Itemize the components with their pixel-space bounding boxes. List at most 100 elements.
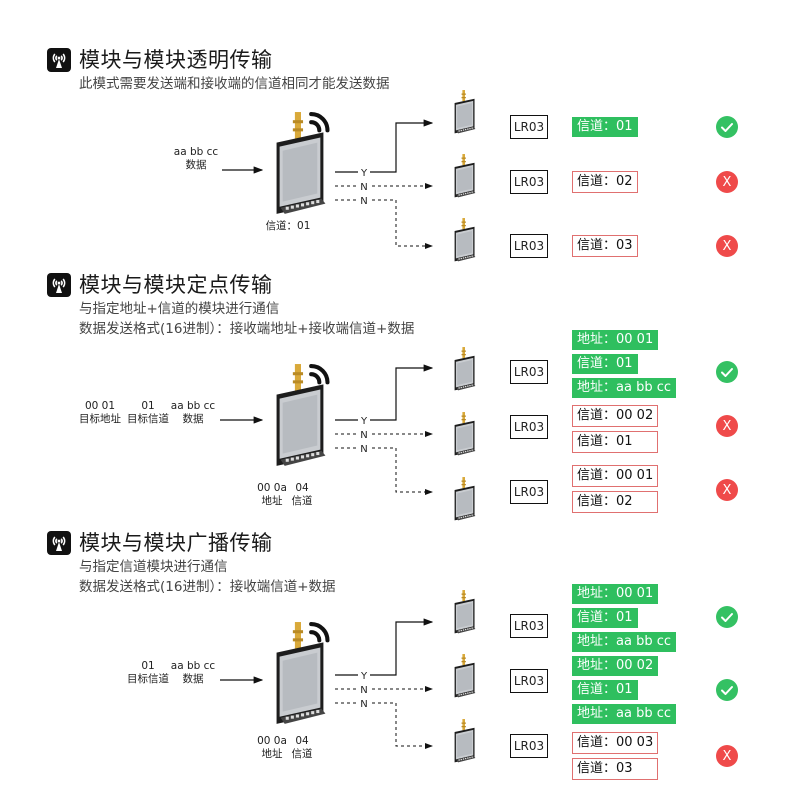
input-value: aa bb cc bbox=[170, 660, 216, 672]
param-value: 04 bbox=[295, 482, 309, 494]
branch-arrow-no bbox=[335, 199, 432, 246]
receiver-model-box: LR03 bbox=[510, 614, 548, 638]
input-label: 数据 bbox=[182, 413, 204, 425]
check-circle-icon bbox=[716, 679, 738, 701]
mismatched-param-tag: 信道：00 01 bbox=[572, 465, 659, 487]
branch-label: Y bbox=[360, 416, 368, 427]
branch-arrow-yes bbox=[335, 622, 432, 676]
input-label: 数据 bbox=[185, 159, 207, 171]
matched-param-tag: 地址：00 01 bbox=[572, 584, 659, 604]
receiver-module-image bbox=[452, 410, 478, 464]
branch-arrow-no bbox=[335, 702, 432, 746]
receiver-model-box: LR03 bbox=[510, 234, 548, 258]
param-label: 地址 bbox=[261, 748, 283, 760]
param-value: 00 0a bbox=[257, 482, 287, 494]
antenna-broadcast-icon bbox=[47, 48, 71, 72]
matched-param-tag: 地址：00 01 bbox=[572, 330, 659, 350]
input-label: 目标信道 bbox=[127, 413, 169, 425]
check-circle-icon bbox=[716, 361, 738, 383]
matched-param-tag: 信道：01 bbox=[572, 680, 638, 700]
section-title: 模块与模块透明传输 bbox=[79, 48, 273, 72]
branch-label: N bbox=[360, 444, 367, 455]
matched-param-tag: 地址：aa bb cc bbox=[572, 378, 676, 398]
section-description: 与指定信道模块进行通信 bbox=[79, 559, 228, 575]
receiver-module-image bbox=[452, 588, 478, 642]
x-circle-icon: X bbox=[716, 479, 738, 501]
x-circle-icon: X bbox=[716, 745, 738, 767]
sender-module-image bbox=[270, 362, 332, 478]
receiver-module-image bbox=[452, 652, 478, 706]
matched-param-tag: 地址：aa bb cc bbox=[572, 632, 676, 652]
receiver-model-box: LR03 bbox=[510, 480, 548, 504]
antenna-broadcast-icon bbox=[47, 531, 71, 555]
sender-param: 信道：01 bbox=[266, 220, 311, 233]
branch-arrow-yes bbox=[335, 368, 432, 421]
antenna-broadcast-icon bbox=[47, 273, 71, 297]
input-value: 01 bbox=[141, 400, 155, 412]
branch-arrow-yes bbox=[335, 123, 432, 173]
receiver-model-box: LR03 bbox=[510, 360, 548, 384]
receiver-module-image bbox=[452, 717, 478, 771]
matched-param-tag: 信道：01 bbox=[572, 117, 638, 137]
receiver-module-image bbox=[452, 216, 478, 270]
section-description: 此模式需要发送端和接收端的信道相同才能发送数据 bbox=[79, 76, 390, 92]
branch-label: N bbox=[360, 430, 367, 441]
param-label: 信道 bbox=[291, 748, 313, 760]
x-circle-icon: X bbox=[716, 415, 738, 437]
x-circle-icon: X bbox=[716, 171, 738, 193]
sender-module-image bbox=[270, 110, 332, 226]
receiver-module-image bbox=[452, 475, 478, 529]
param-value: 00 0a bbox=[257, 735, 287, 747]
param-value: 04 bbox=[295, 735, 309, 747]
mismatched-param-tag: 信道：02 bbox=[572, 491, 658, 513]
matched-param-tag: 地址：aa bb cc bbox=[572, 704, 676, 724]
receiver-module-image bbox=[452, 88, 478, 142]
input-value: 00 01 bbox=[84, 400, 116, 412]
mismatched-param-tag: 信道：03 bbox=[572, 235, 638, 257]
input-label: 目标信道 bbox=[127, 673, 169, 685]
receiver-model-box: LR03 bbox=[510, 115, 548, 139]
input-label: 目标地址 bbox=[79, 413, 121, 425]
section-description: 与指定地址+信道的模块进行通信 bbox=[79, 301, 280, 317]
input-value: 01 bbox=[141, 660, 155, 672]
branch-arrow-no bbox=[335, 447, 432, 492]
check-circle-icon bbox=[716, 606, 738, 628]
param-value: 信道：01 bbox=[265, 220, 311, 232]
input-label: 数据 bbox=[182, 673, 204, 685]
input-value: aa bb cc bbox=[173, 146, 219, 158]
section-title: 模块与模块广播传输 bbox=[79, 531, 273, 555]
param-label: 地址 bbox=[261, 495, 283, 507]
sender-module-image bbox=[270, 620, 332, 736]
check-circle-icon bbox=[716, 116, 738, 138]
receiver-module-image bbox=[452, 152, 478, 206]
input-value: aa bb cc bbox=[170, 400, 216, 412]
receiver-module-image bbox=[452, 345, 478, 399]
matched-param-tag: 信道：01 bbox=[572, 608, 638, 628]
mismatched-param-tag: 信道：00 03 bbox=[572, 732, 659, 754]
receiver-model-box: LR03 bbox=[510, 415, 548, 439]
mismatched-param-tag: 信道：03 bbox=[572, 758, 658, 780]
branch-label: N bbox=[360, 196, 367, 207]
matched-param-tag: 地址：00 02 bbox=[572, 656, 659, 676]
branch-label: N bbox=[360, 685, 367, 696]
branch-label: N bbox=[360, 699, 367, 710]
receiver-model-box: LR03 bbox=[510, 734, 548, 758]
mismatched-param-tag: 信道：02 bbox=[572, 171, 638, 193]
section-description: 数据发送格式(16进制）：接收端信道+数据 bbox=[79, 579, 336, 595]
section-title: 模块与模块定点传输 bbox=[79, 273, 273, 297]
section-description: 数据发送格式(16进制）：接收端地址+接收端信道+数据 bbox=[79, 321, 415, 337]
matched-param-tag: 信道：01 bbox=[572, 354, 638, 374]
branch-label: N bbox=[360, 182, 367, 193]
mismatched-param-tag: 信道：01 bbox=[572, 431, 658, 453]
branch-label: Y bbox=[360, 671, 368, 682]
param-label: 信道 bbox=[291, 495, 313, 507]
